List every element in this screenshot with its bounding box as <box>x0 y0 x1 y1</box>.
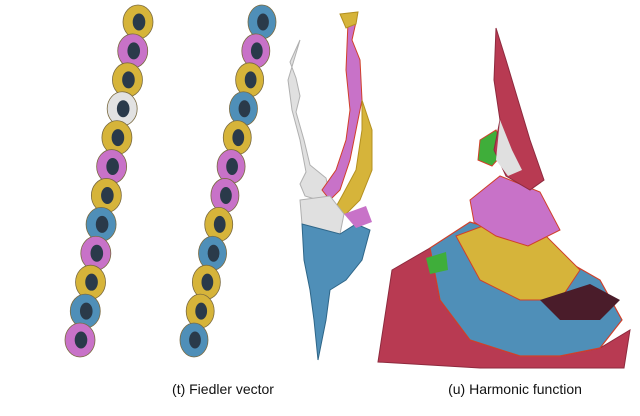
bird-beak-yellow <box>339 11 359 29</box>
torus-hole <box>207 244 220 262</box>
spiral-green-patch-low <box>426 252 448 274</box>
spiral-upper-pink <box>469 175 561 247</box>
torus-hole <box>213 215 226 233</box>
bird-base-pink <box>344 206 372 228</box>
torus-hole <box>226 158 238 176</box>
torus-hole <box>95 215 109 233</box>
torus-chain-left <box>64 4 154 358</box>
torus-hole <box>85 273 98 291</box>
torus-hole <box>90 244 104 262</box>
torus-hole <box>79 302 93 320</box>
spiral-tip-white <box>496 120 522 176</box>
torus-hole <box>220 186 232 204</box>
torus-hole <box>127 42 141 60</box>
spiral-dark-hollow <box>540 284 620 320</box>
bird-neck-pink <box>321 21 363 201</box>
torus-hole <box>111 129 125 147</box>
torus-hole <box>74 331 88 349</box>
spiral-sculpture <box>377 27 631 369</box>
caption-fiedler-vector: (t) Fiedler vector <box>172 381 274 397</box>
bird-sculpture <box>287 11 373 361</box>
torus-chain-middle <box>179 4 277 358</box>
torus-hole <box>122 71 135 89</box>
caption-harmonic-function: (u) Harmonic function <box>448 381 582 397</box>
torus-hole <box>232 129 245 147</box>
torus-hole <box>116 100 130 118</box>
torus-hole <box>238 100 251 118</box>
torus-hole <box>250 42 263 60</box>
bird-body-blue <box>301 223 371 361</box>
torus-hole <box>195 302 208 320</box>
torus-hole <box>257 13 269 31</box>
torus-hole <box>201 273 214 291</box>
torus-hole <box>244 71 257 89</box>
torus-hole <box>106 158 119 176</box>
torus-hole <box>101 186 114 204</box>
torus-hole <box>189 331 201 349</box>
torus-hole <box>132 13 146 31</box>
bird-head-white <box>287 39 331 201</box>
